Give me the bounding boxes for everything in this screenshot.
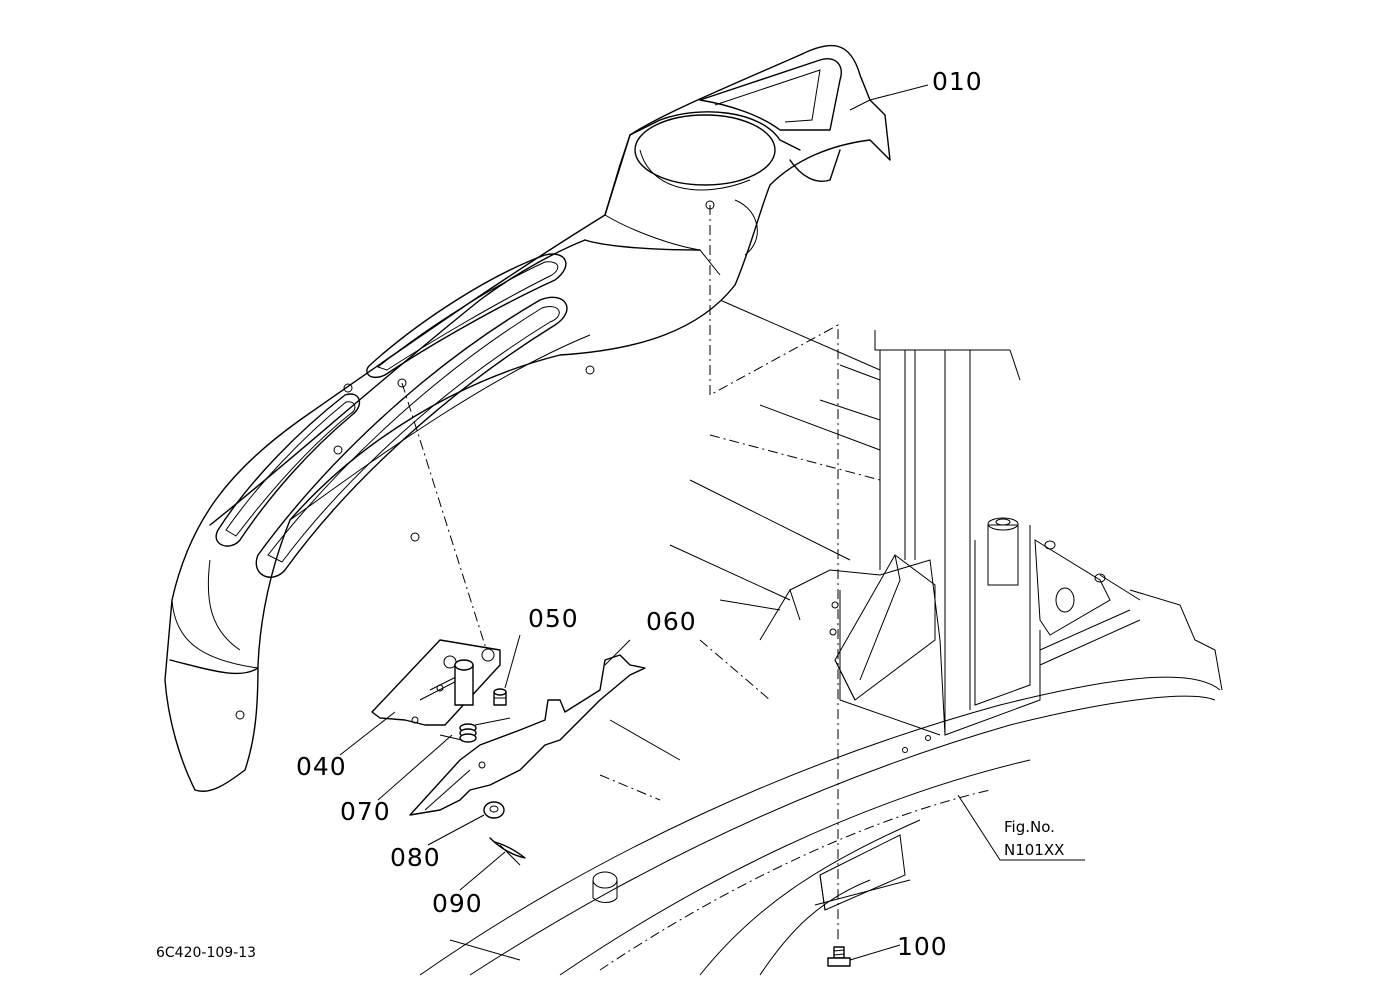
drawing-number: 6C420-109-13 — [156, 945, 256, 961]
fender-mount-holes — [235, 200, 715, 720]
washer-part-080 — [483, 801, 505, 819]
callout-100: 100 — [897, 932, 948, 961]
callout-010: 010 — [932, 67, 983, 96]
callout-labels: 010 050 060 040 070 080 090 100 Fig.No. … — [156, 67, 1064, 961]
bolt-part-050 — [493, 688, 507, 706]
callout-leader-lines — [339, 84, 1085, 961]
clip-part-090 — [489, 837, 526, 866]
spring-part-070 — [439, 717, 511, 743]
fig-ref-label: Fig.No. — [1004, 818, 1055, 836]
fig-ref-number: N101XX — [1004, 841, 1064, 859]
screw-part-100 — [827, 946, 851, 967]
lever-plate-part-060 — [409, 654, 646, 816]
callout-040: 040 — [296, 752, 347, 781]
tractor-frame-background — [419, 299, 1223, 976]
callout-090: 090 — [432, 889, 483, 918]
callout-070: 070 — [340, 797, 391, 826]
fender-cover-part-010 — [164, 44, 891, 792]
plate-part-040 — [371, 639, 501, 726]
callout-060: 060 — [646, 607, 697, 636]
callout-080: 080 — [390, 843, 441, 872]
callout-050: 050 — [528, 604, 579, 633]
assembly-guide-lines — [401, 205, 839, 940]
